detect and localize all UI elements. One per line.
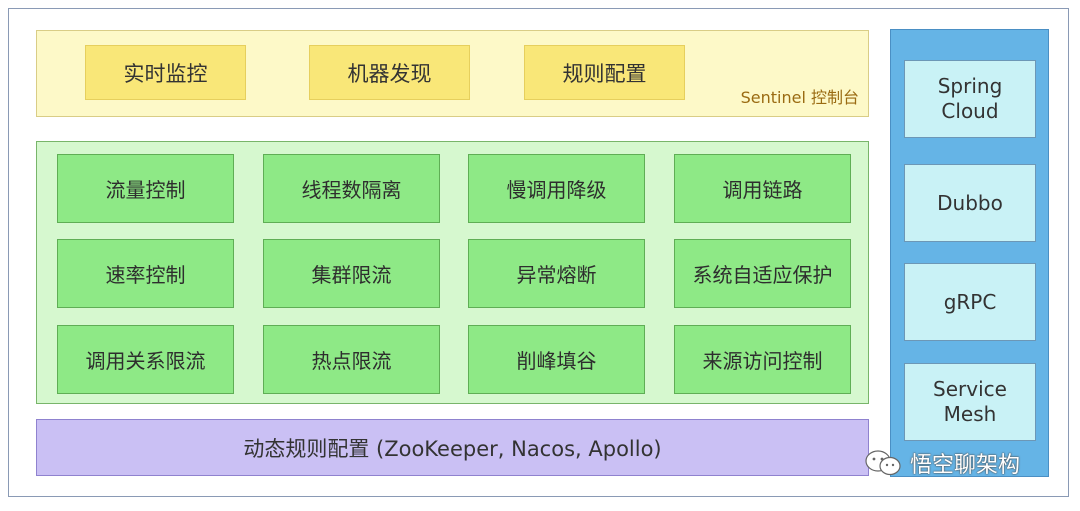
feature-box: 慢调用降级 <box>468 154 645 223</box>
feature-box: 削峰填谷 <box>468 325 645 394</box>
machine-discovery-box: 机器发现 <box>309 45 470 100</box>
sentinel-console-panel: 实时监控 机器发现 规则配置 Sentinel 控制台 <box>36 30 869 117</box>
feature-box: 线程数隔离 <box>263 154 440 223</box>
feature-box: 流量控制 <box>57 154 234 223</box>
wechat-icon <box>864 449 904 477</box>
feature-box: 来源访问控制 <box>674 325 851 394</box>
framework-box-grpc: gRPC <box>904 263 1036 341</box>
frameworks-panel: Spring Cloud Dubbo gRPC Service Mesh <box>890 29 1049 477</box>
watermark-text: 悟空聊架构 <box>910 453 1021 478</box>
realtime-monitoring-box: 实时监控 <box>85 45 246 100</box>
framework-box-service-mesh: Service Mesh <box>904 363 1036 441</box>
feature-box: 异常熔断 <box>468 239 645 308</box>
feature-box: 调用链路 <box>674 154 851 223</box>
feature-box: 集群限流 <box>263 239 440 308</box>
feature-box: 热点限流 <box>263 325 440 394</box>
feature-box: 调用关系限流 <box>57 325 234 394</box>
console-caption: Sentinel 控制台 <box>740 88 859 107</box>
rule-config-box: 规则配置 <box>524 45 685 100</box>
features-panel: 流量控制 线程数隔离 慢调用降级 调用链路 速率控制 集群限流 异常熔断 系统自… <box>36 141 869 404</box>
framework-box-dubbo: Dubbo <box>904 164 1036 242</box>
framework-box-spring-cloud: Spring Cloud <box>904 60 1036 138</box>
feature-box: 速率控制 <box>57 239 234 308</box>
feature-box: 系统自适应保护 <box>674 239 851 308</box>
watermark: 悟空聊架构 <box>864 446 1020 480</box>
dynamic-rules-bar: 动态规则配置 (ZooKeeper, Nacos, Apollo) <box>36 419 869 476</box>
